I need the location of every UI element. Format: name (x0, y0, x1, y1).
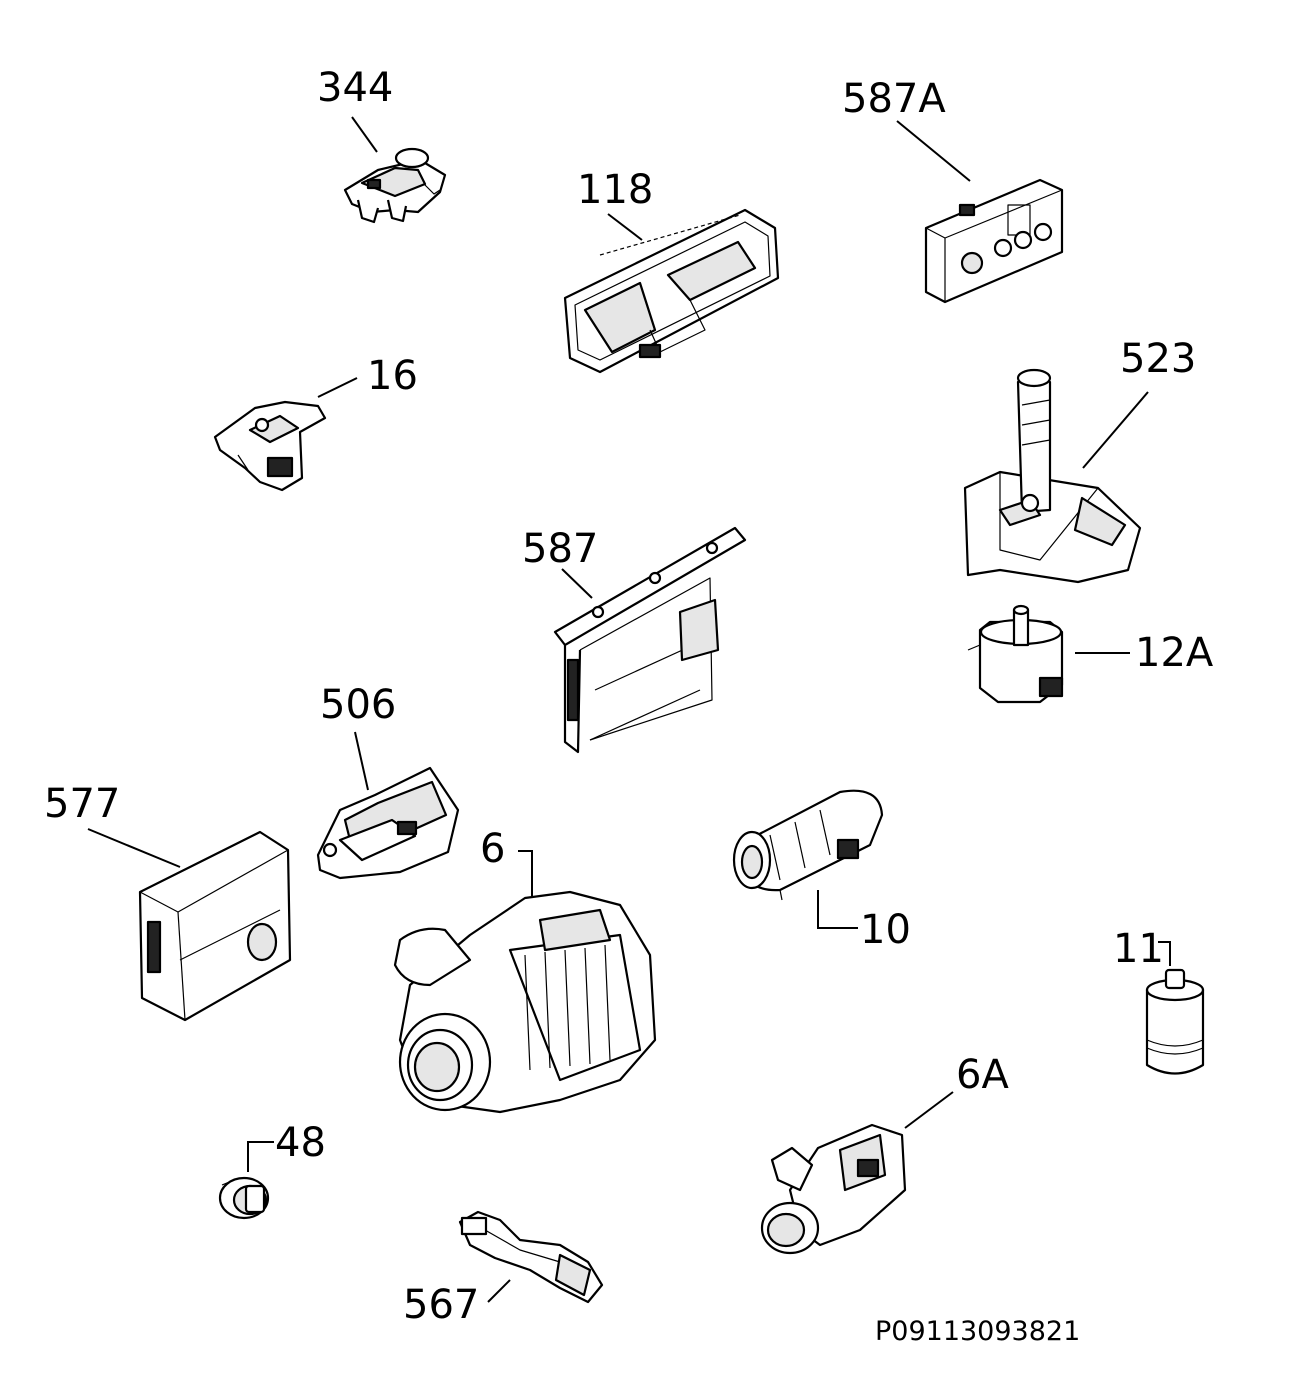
part-10-drawing (732, 789, 884, 901)
part-11-drawing (1145, 968, 1205, 1075)
label-567: 567 (403, 1282, 479, 1328)
part-12A-drawing (967, 604, 1064, 704)
part-12A: 12A (967, 604, 1214, 704)
part-10: 10 (732, 789, 911, 953)
part-118: 118 (563, 167, 780, 374)
part-6-drawing (393, 890, 657, 1114)
part-523-drawing (963, 368, 1142, 584)
part-48: 48 (218, 1120, 326, 1220)
part-567-drawing (458, 1210, 604, 1304)
part-506-drawing (316, 766, 460, 880)
part-6A: 6A (760, 1052, 1009, 1255)
label-523: 523 (1120, 336, 1196, 382)
part-16-drawing (213, 400, 327, 492)
part-577: 577 (44, 781, 292, 1022)
document-code: P09113093821 (875, 1316, 1080, 1347)
part-567: 567 (403, 1210, 604, 1328)
part-587: 587 (522, 526, 747, 754)
label-10: 10 (860, 907, 911, 953)
part-523: 523 (963, 336, 1196, 584)
part-577-drawing (138, 830, 292, 1022)
part-587-drawing (553, 526, 747, 754)
part-506: 506 (316, 682, 460, 880)
part-48-drawing (218, 1176, 270, 1220)
label-12A: 12A (1135, 630, 1214, 676)
label-506: 506 (320, 682, 396, 728)
part-118-drawing (563, 208, 780, 374)
part-587A: 587A (842, 76, 1064, 304)
label-118: 118 (577, 167, 653, 213)
label-6: 6 (480, 826, 505, 872)
label-577: 577 (44, 781, 120, 827)
part-344-drawing (343, 147, 447, 224)
label-16: 16 (367, 353, 418, 399)
part-6: 6 (393, 826, 657, 1114)
label-587: 587 (522, 526, 598, 572)
label-11: 11 (1113, 926, 1164, 972)
part-344: 344 (317, 65, 447, 224)
label-344: 344 (317, 65, 393, 111)
part-11: 11 (1113, 926, 1205, 1075)
label-6A: 6A (956, 1052, 1009, 1098)
part-16: 16 (213, 353, 418, 492)
label-587A: 587A (842, 76, 946, 122)
label-48: 48 (275, 1120, 326, 1166)
part-587A-drawing (924, 178, 1064, 304)
part-6A-drawing (760, 1123, 907, 1255)
